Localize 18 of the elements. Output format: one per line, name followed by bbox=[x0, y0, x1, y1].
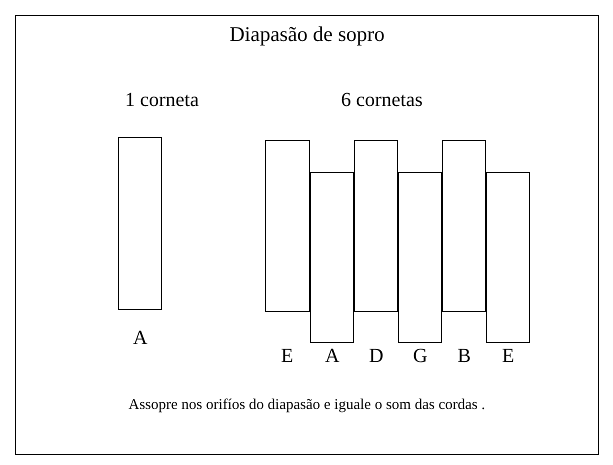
group-heading: 6 cornetas bbox=[341, 90, 423, 110]
pipe-bar bbox=[442, 140, 486, 312]
pipe-bar bbox=[310, 172, 354, 343]
note-letter: A bbox=[133, 328, 148, 348]
note-letter: B bbox=[458, 346, 471, 366]
note-letter: A bbox=[325, 346, 340, 366]
note-letter: E bbox=[281, 346, 294, 366]
pipe-bar bbox=[354, 140, 398, 312]
caption: Assopre nos orifíos do diapasão e iguale o som das cordas . bbox=[128, 398, 486, 413]
pipe-bar bbox=[118, 137, 162, 310]
pipe-bar bbox=[486, 172, 530, 343]
group-heading: 1 corneta bbox=[125, 90, 199, 110]
note-letter: G bbox=[413, 346, 428, 366]
pipe-bar bbox=[265, 140, 310, 312]
diagram-title: Diapasão de sopro bbox=[230, 24, 385, 45]
note-letter: E bbox=[502, 346, 514, 366]
note-letter: D bbox=[369, 346, 384, 366]
pipe-bar bbox=[398, 172, 442, 343]
